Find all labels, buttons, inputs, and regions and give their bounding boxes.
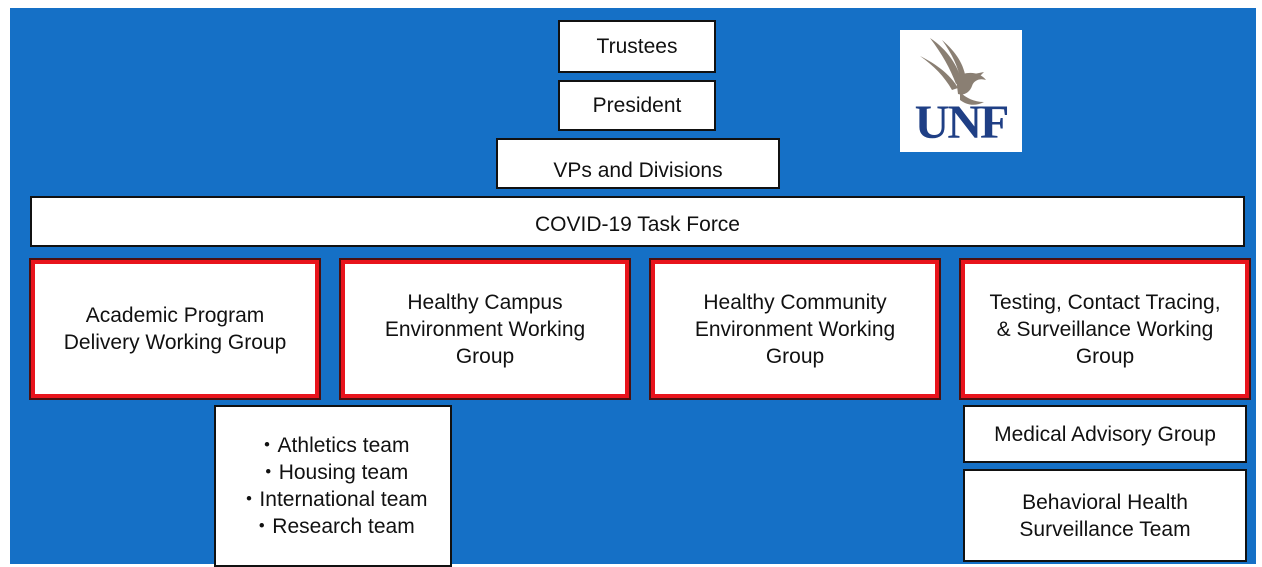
working-group-campus: Healthy Campus Environment Working Group <box>339 258 631 400</box>
task-force-label: COVID-19 Task Force <box>534 213 740 236</box>
team-item: ・Athletics team <box>256 434 410 457</box>
task-force-box: COVID-19 Task Force <box>30 196 1245 247</box>
working-group-community: Healthy Community Environment Working Gr… <box>649 258 941 400</box>
behavioral-health-box: Behavioral Health Surveillance Team <box>963 469 1247 562</box>
team-item: ・Housing team <box>257 461 409 484</box>
org-chart-canvas: Trustees President VPs and Divisions UNF… <box>10 8 1256 567</box>
medical-advisory-box: Medical Advisory Group <box>963 405 1247 463</box>
team-item: ・International team <box>238 488 428 511</box>
logo-text: UNF <box>914 96 1010 149</box>
teams-box: ・Athletics team ・Housing team ・Internati… <box>214 405 452 567</box>
working-group-label: Healthy Community Environment Working Gr… <box>694 290 896 368</box>
team-item: ・Research team <box>251 515 415 538</box>
working-group-label: Academic Program Delivery Working Group <box>63 304 287 354</box>
behavioral-health-label: Behavioral Health Surveillance Team <box>1019 490 1191 541</box>
vps-divisions-box: VPs and Divisions <box>496 138 780 189</box>
medical-advisory-label: Medical Advisory Group <box>994 422 1216 446</box>
trustees-box: Trustees <box>558 20 716 73</box>
working-group-testing: Testing, Contact Tracing, & Surveillance… <box>959 258 1251 400</box>
president-box: President <box>558 80 716 131</box>
osprey-icon <box>920 38 986 105</box>
unf-logo: UNF <box>900 30 1022 152</box>
working-group-label: Testing, Contact Tracing, & Surveillance… <box>989 290 1221 368</box>
working-group-label: Healthy Campus Environment Working Group <box>384 290 586 368</box>
trustees-label: Trustees <box>596 35 678 58</box>
vps-divisions-label: VPs and Divisions <box>553 159 723 182</box>
working-group-academic: Academic Program Delivery Working Group <box>29 258 321 400</box>
president-label: President <box>592 94 682 117</box>
